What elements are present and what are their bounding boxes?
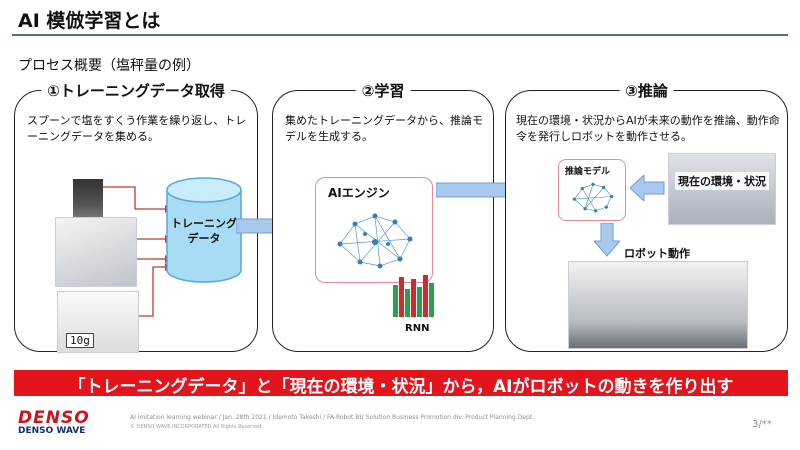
slide-subtitle: プロセス概要（塩秤量の例） [18, 58, 200, 74]
page-number: 3/** [752, 419, 772, 430]
logo-main-text: DENSO [18, 408, 90, 428]
footer-info: AI imitation learning webinar / Jan. 28t… [130, 414, 535, 421]
ai-engine-title: AIエンジン [328, 186, 390, 200]
panel-learning-label: ②学習 [355, 80, 411, 101]
cylinder-label: トレーニング データ [165, 216, 243, 246]
title-bar: AI 模倣学習とは [0, 0, 800, 36]
panel-training-data-label: ①トレーニングデータ取得 [41, 80, 231, 101]
conclusion-banner: 「トレーニングデータ」と「現在の環境・状況」から，AIがロボットの動きを作り出す [14, 370, 788, 397]
conclusion-banner-text: 「トレーニングデータ」と「現在の環境・状況」から，AIがロボットの動きを作り出す [68, 377, 734, 397]
panel-training-data-description: スプーンで塩をすくう作業を繰り返し、トレーニングデータを集める。 [27, 114, 247, 143]
camera-icon [73, 179, 103, 223]
company-logo: DENSO DENSO WAVE [18, 408, 90, 436]
cylinder-label-line1: トレーニング [171, 217, 237, 230]
panel-training-data: ①トレーニングデータ取得 スプーンで塩をすくう作業を繰り返し、トレーニングデータ… [14, 80, 258, 353]
brain-network-icon-small [572, 182, 614, 213]
inference-model-title: 推論モデル [565, 167, 611, 177]
robot-hand-photo [55, 217, 137, 287]
database-cylinder-icon: トレーニング データ [165, 176, 243, 284]
title-divider [12, 34, 788, 36]
scale-display: 10g [66, 333, 94, 348]
rnn-label: RNN [405, 323, 430, 334]
current-environment-photo: 現在の環境・状況 [668, 153, 776, 225]
footer-copyright: © DENSO WAVE INCORPORATED All Rights Res… [130, 424, 264, 430]
panel-inference-description: 現在の環境・状況からAIが未来の動作を推論、動作命令を発行しロボットを動作させる… [516, 114, 780, 143]
block-arrow-down-icon [594, 223, 620, 257]
robot-action-label: ロボット動作 [624, 247, 690, 260]
ai-engine-box: AIエンジン [315, 177, 433, 283]
camera-connector-line [103, 186, 165, 210]
block-arrow-left-icon [630, 175, 665, 201]
slide-title: AI 模倣学習とは [18, 10, 161, 32]
salt-scale-photo: 10g [57, 291, 139, 353]
logo-sub-text: DENSO WAVE [18, 426, 86, 436]
environment-label: 現在の環境・状況 [675, 172, 769, 190]
rnn-bars-icon [393, 275, 434, 317]
panel-learning-description: 集めたトレーニングデータから、推論モデルを生成する。 [285, 114, 483, 143]
panel-learning: ②学習 集めたトレーニングデータから、推論モデルを生成する。 AIエンジン [272, 80, 494, 352]
robot-action-photo [568, 261, 748, 349]
inference-model-box: 推論モデル [558, 159, 626, 221]
cylinder-label-line2: データ [187, 232, 221, 245]
brain-network-icon [337, 213, 413, 269]
scale-connector-line [139, 266, 165, 317]
panel-inference: ③推論 現在の環境・状況からAIが未来の動作を推論、動作命令を発行しロボットを動… [505, 80, 788, 352]
panel-inference-label: ③推論 [619, 80, 674, 101]
